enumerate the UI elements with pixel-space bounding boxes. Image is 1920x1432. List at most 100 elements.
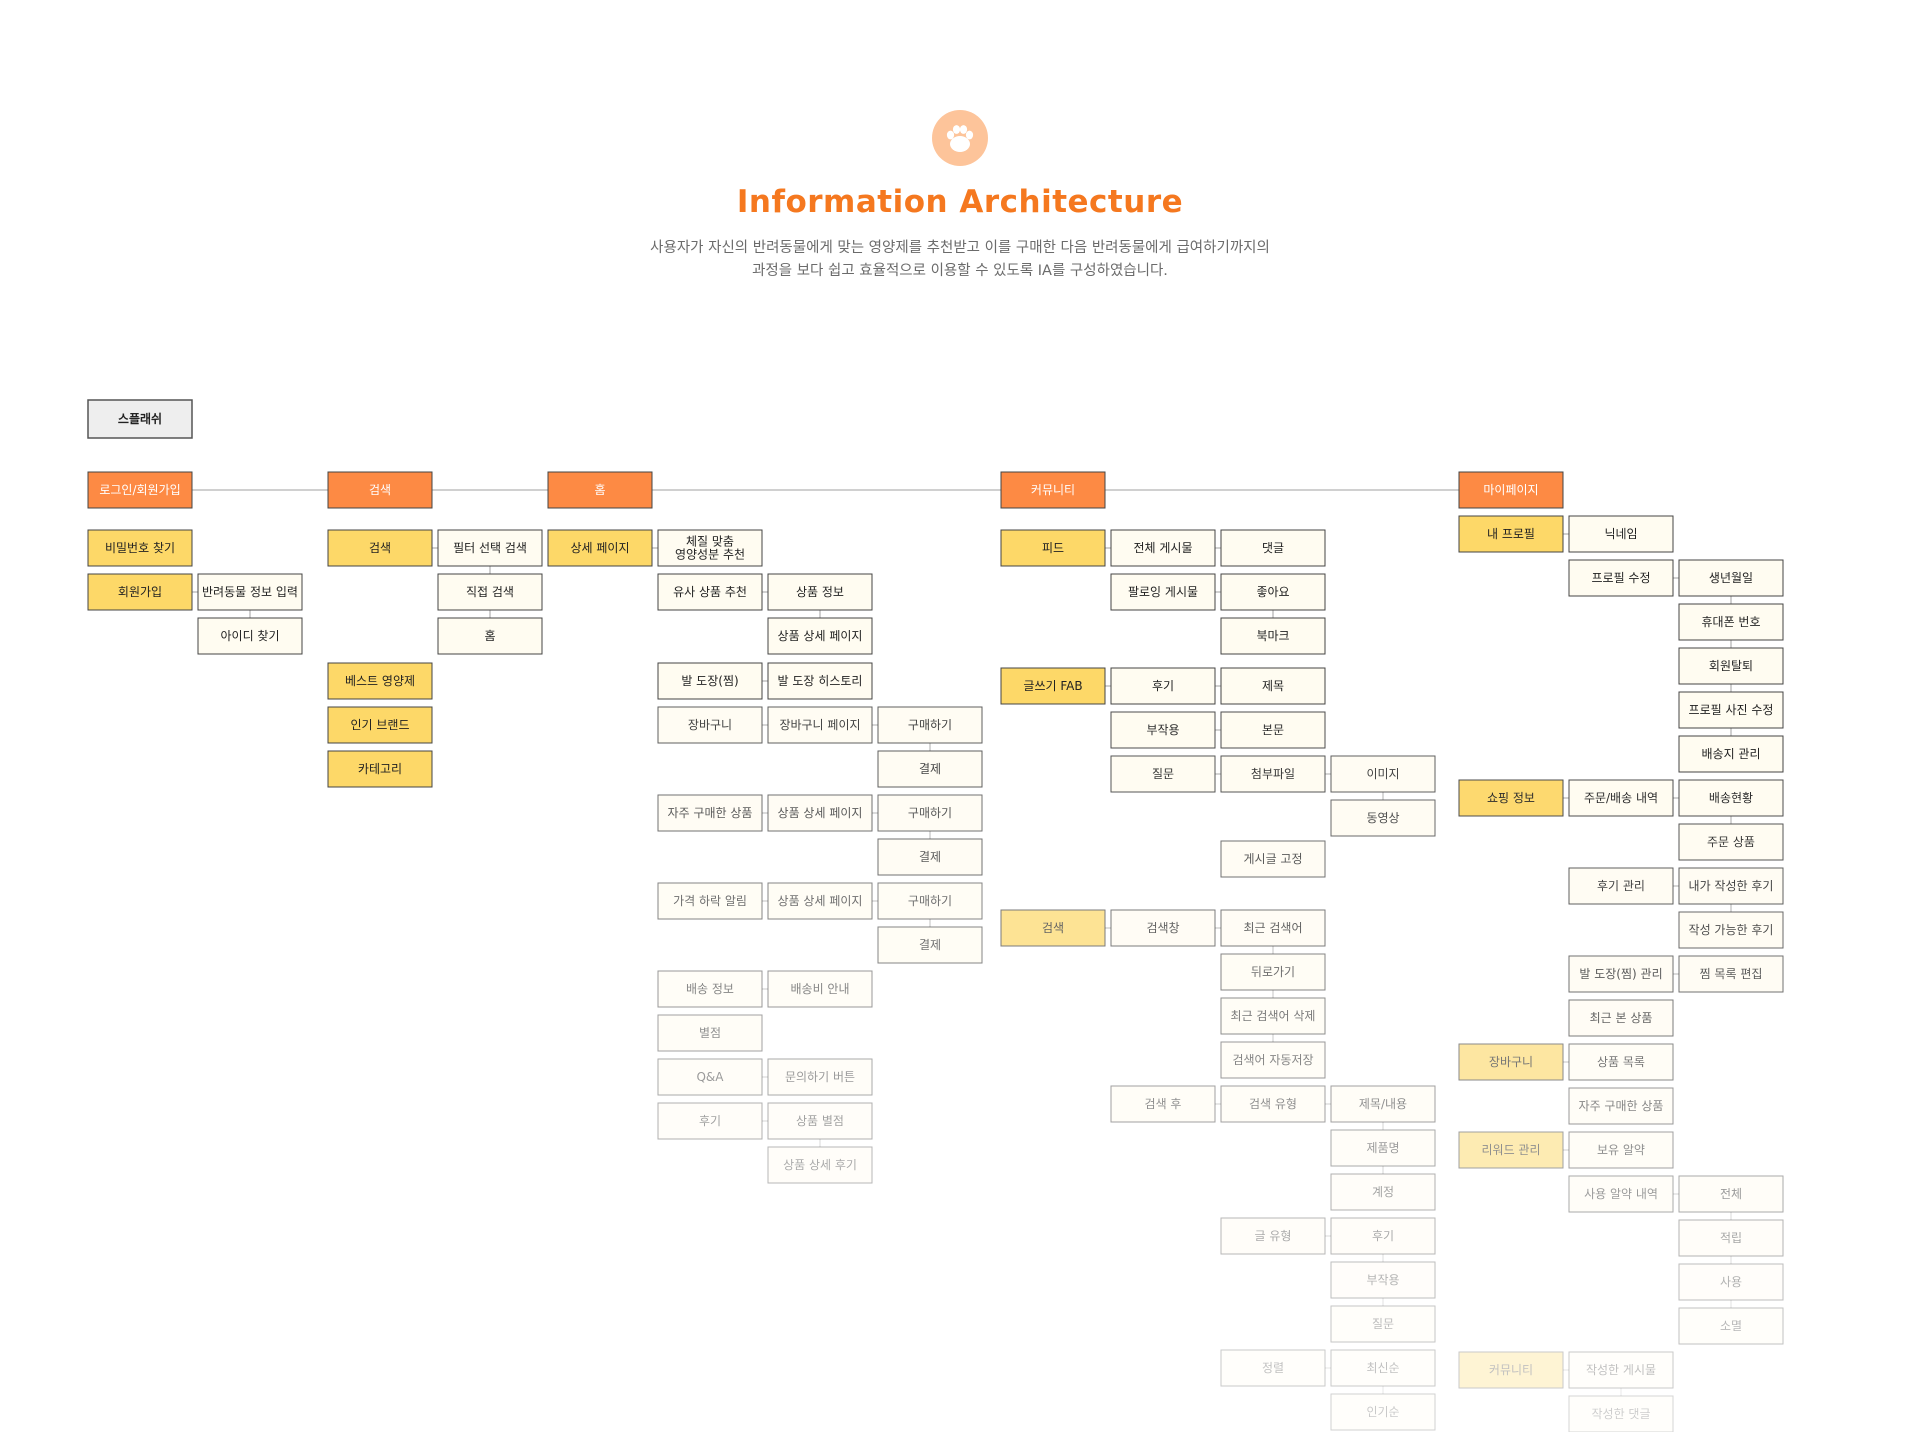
ia-node-question: 질문 xyxy=(1110,755,1216,793)
node-box xyxy=(1568,779,1674,817)
ia-node-buy2: 구매하기 xyxy=(877,794,983,832)
node-label: 소멸 xyxy=(1720,1319,1742,1333)
node-box xyxy=(1110,711,1216,749)
node-label: 최신순 xyxy=(1366,1361,1399,1375)
ia-node-ship-fee: 배송비 안내 xyxy=(767,970,873,1008)
ia-node-order-items: 주문 상품 xyxy=(1678,823,1784,861)
ia-node-ship-info: 배송 정보 xyxy=(657,970,763,1008)
node-box xyxy=(1220,573,1326,611)
ia-node-ship-status: 배송현황 xyxy=(1678,779,1784,817)
node-box xyxy=(657,1058,763,1096)
ia-node-comment: 댓글 xyxy=(1220,529,1326,567)
node-label: 주문/배송 내역 xyxy=(1584,791,1658,805)
node-label: 상품 상세 페이지 xyxy=(778,894,863,908)
node-box xyxy=(87,471,193,509)
ia-node-like: 좋아요 xyxy=(1220,573,1326,611)
node-label: 검색 유형 xyxy=(1249,1097,1297,1111)
node-box xyxy=(1568,1087,1674,1125)
node-box xyxy=(547,471,653,509)
node-box xyxy=(87,573,193,611)
ia-node-edit-wish: 찜 목록 편집 xyxy=(1678,955,1784,993)
node-box xyxy=(877,706,983,744)
node-box xyxy=(437,573,543,611)
ia-node-orders: 주문/배송 내역 xyxy=(1568,779,1674,817)
node-box xyxy=(437,617,543,655)
ia-node-c-search: 검색 xyxy=(1000,909,1106,947)
ia-node-withdraw: 회원탈퇴 xyxy=(1678,647,1784,685)
node-label: 뒤로가기 xyxy=(1251,965,1295,979)
node-box xyxy=(1220,1349,1326,1387)
node-box xyxy=(1330,1217,1436,1255)
node-label: 인기순 xyxy=(1366,1405,1399,1419)
node-label: 구매하기 xyxy=(908,718,952,732)
ia-node-buy1: 구매하기 xyxy=(877,706,983,744)
node-label: 발 도장 히스토리 xyxy=(778,674,863,688)
ia-node-phone: 휴대폰 번호 xyxy=(1678,603,1784,641)
ia-node-nickname: 닉네임 xyxy=(1568,515,1674,553)
node-label: 프로필 사진 수정 xyxy=(1689,703,1774,717)
node-box xyxy=(767,706,873,744)
node-box xyxy=(1568,1131,1674,1169)
node-label: 발 도장(찜) 관리 xyxy=(1579,967,1662,981)
ia-node-recent-viewed: 최근 본 상품 xyxy=(1568,999,1674,1037)
ia-node-review-mgmt: 후기 관리 xyxy=(1568,867,1674,905)
ia-node-feed: 피드 xyxy=(1000,529,1106,567)
node-label: 구매하기 xyxy=(908,894,952,908)
node-box xyxy=(1568,867,1674,905)
ia-node-pay2: 결제 xyxy=(877,838,983,876)
node-label: 배송 정보 xyxy=(686,982,734,996)
node-box xyxy=(1220,711,1326,749)
node-box xyxy=(1458,1351,1564,1389)
node-box xyxy=(1110,667,1216,705)
node-box xyxy=(1330,1129,1436,1167)
node-label: 적립 xyxy=(1720,1231,1742,1245)
node-box xyxy=(877,794,983,832)
node-box xyxy=(1458,1131,1564,1169)
node-box xyxy=(657,1102,763,1140)
node-box xyxy=(1220,1217,1326,1255)
node-box xyxy=(1678,1263,1784,1301)
node-label: 작성 가능한 후기 xyxy=(1689,923,1774,937)
ia-node-prod-detail2: 상품 상세 페이지 xyxy=(767,794,873,832)
ia-node-follow-posts: 팔로잉 게시물 xyxy=(1110,573,1216,611)
node-label: 작성한 댓글 xyxy=(1591,1407,1650,1421)
node-box xyxy=(1220,755,1326,793)
node-label: 장바구니 페이지 xyxy=(779,718,860,732)
ia-node-prod-review: 상품 상세 후기 xyxy=(767,1146,873,1184)
node-box xyxy=(657,882,763,920)
node-label: 후기 xyxy=(1152,679,1174,693)
ia-node-prod-name: 제품명 xyxy=(1330,1129,1436,1167)
node-box xyxy=(1220,997,1326,1035)
node-label: 쇼핑 정보 xyxy=(1487,791,1535,805)
ia-node-prod-list: 상품 목록 xyxy=(1568,1043,1674,1081)
node-box xyxy=(1568,1351,1674,1389)
node-label: 동영상 xyxy=(1366,811,1399,825)
ia-node-s-search: 검색 xyxy=(327,529,433,567)
node-label: 베스트 영양제 xyxy=(345,674,415,688)
paw-logo-icon xyxy=(932,110,988,166)
node-box xyxy=(657,662,763,700)
node-label: 회원가입 xyxy=(118,585,162,599)
node-label: 검색어 자동저장 xyxy=(1232,1053,1313,1067)
node-label: 작성한 게시물 xyxy=(1586,1363,1656,1377)
node-label: 장바구니 xyxy=(1489,1055,1533,1069)
node-label: 배송지 관리 xyxy=(1701,747,1760,761)
node-box xyxy=(1330,1393,1436,1431)
node-label: 인기 브랜드 xyxy=(350,718,409,732)
node-label: 제품명 xyxy=(1366,1141,1399,1155)
node-box xyxy=(657,970,763,1008)
node-box xyxy=(1458,779,1564,817)
node-box xyxy=(1678,603,1784,641)
node-label: 제목 xyxy=(1262,679,1284,693)
node-box xyxy=(1000,471,1106,509)
node-box xyxy=(877,882,983,920)
node-box xyxy=(1678,823,1784,861)
node-box xyxy=(1220,617,1326,655)
ia-node-del-recent: 최근 검색어 삭제 xyxy=(1220,997,1326,1035)
node-label: 커뮤니티 xyxy=(1031,483,1075,497)
ia-node-used-hist: 사용 알약 내역 xyxy=(1568,1175,1674,1213)
ia-node-t-review: 후기 xyxy=(1330,1217,1436,1255)
node-box xyxy=(1568,955,1674,993)
